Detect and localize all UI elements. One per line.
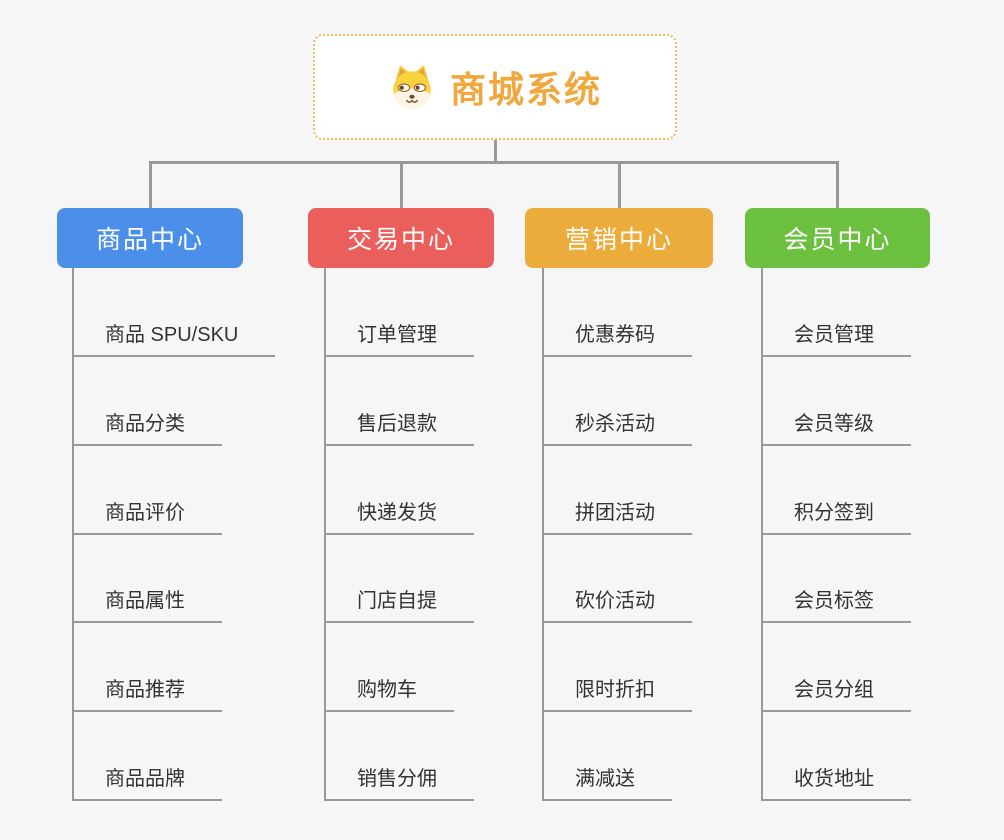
connector-drop-marketing xyxy=(618,161,621,208)
connector-drop-trade xyxy=(400,161,403,208)
leaf-node-flash-sale[interactable]: 秒杀活动 xyxy=(542,409,692,446)
leaf-node-sales-commission[interactable]: 销售分佣 xyxy=(324,764,474,801)
connector-root-stub xyxy=(494,140,497,162)
leaf-node-bargain-activity[interactable]: 砍价活动 xyxy=(542,586,692,623)
leaf-node-group-buy[interactable]: 拼团活动 xyxy=(542,498,692,535)
shiba-dog-icon xyxy=(393,65,431,109)
root-node-mall-system[interactable]: 商城系统 xyxy=(313,34,677,140)
leaf-node-aftersale-refund[interactable]: 售后退款 xyxy=(324,409,474,446)
leaf-node-member-tag[interactable]: 会员标签 xyxy=(761,586,911,623)
leaf-node-points-checkin[interactable]: 积分签到 xyxy=(761,498,911,535)
leaf-node-product-category[interactable]: 商品分类 xyxy=(72,409,222,446)
leaf-node-shopping-cart[interactable]: 购物车 xyxy=(324,675,454,712)
leaf-node-coupon-code[interactable]: 优惠券码 xyxy=(542,320,692,357)
leaf-node-product-brand[interactable]: 商品品牌 xyxy=(72,764,222,801)
leaf-node-product-recommend[interactable]: 商品推荐 xyxy=(72,675,222,712)
leaf-node-limited-time-discount[interactable]: 限时折扣 xyxy=(542,675,692,712)
leaf-node-shipping-address[interactable]: 收货地址 xyxy=(761,764,911,801)
branch-node-trade-center[interactable]: 交易中心 xyxy=(308,208,494,268)
leaf-node-product-spu-sku[interactable]: 商品 SPU/SKU xyxy=(72,320,276,357)
leaf-node-store-pickup[interactable]: 门店自提 xyxy=(324,586,474,623)
leaf-node-full-reduction[interactable]: 满减送 xyxy=(542,764,672,801)
branch-node-marketing-center[interactable]: 营销中心 xyxy=(525,208,713,268)
leaf-node-product-attribute[interactable]: 商品属性 xyxy=(72,586,222,623)
leaf-node-member-management[interactable]: 会员管理 xyxy=(761,320,911,357)
branch-node-member-center[interactable]: 会员中心 xyxy=(745,208,930,268)
root-title: 商城系统 xyxy=(449,69,602,110)
connector-drop-product xyxy=(149,161,152,208)
leaf-node-order-management[interactable]: 订单管理 xyxy=(324,320,474,357)
leaf-node-express-delivery[interactable]: 快递发货 xyxy=(324,498,474,535)
leaf-node-member-level[interactable]: 会员等级 xyxy=(761,409,911,446)
leaf-node-member-group[interactable]: 会员分组 xyxy=(761,675,911,712)
connector-drop-member xyxy=(836,161,839,208)
branch-node-product-center[interactable]: 商品中心 xyxy=(57,208,243,268)
leaf-node-product-review[interactable]: 商品评价 xyxy=(72,498,222,535)
connector-bus xyxy=(149,161,839,164)
